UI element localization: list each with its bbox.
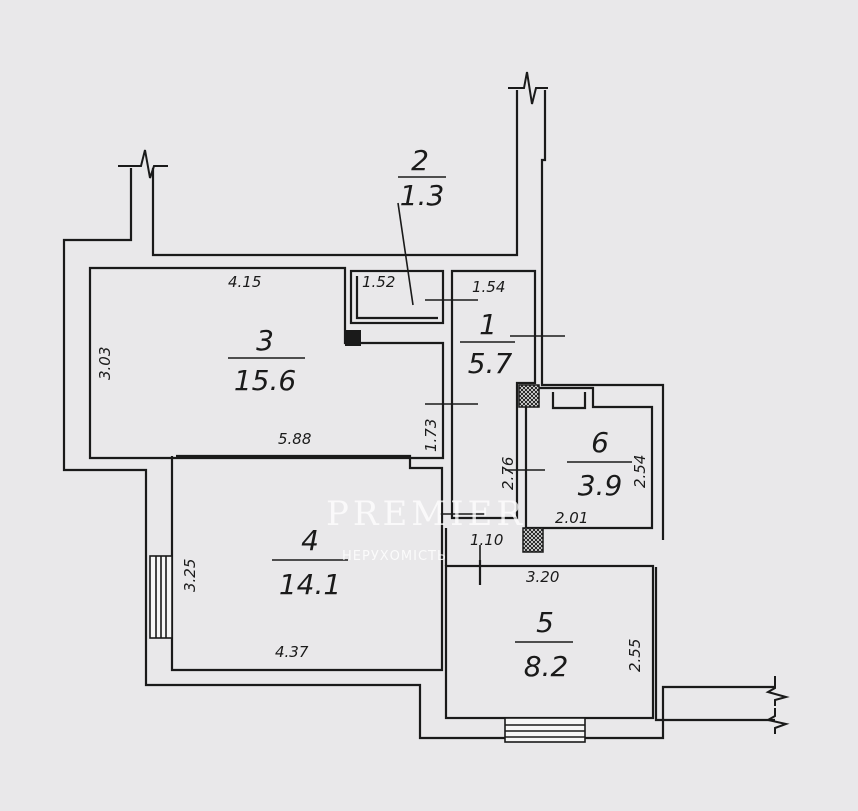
dim-room6-left: 2.76 [499,457,517,490]
break-mark-right-2 [765,708,790,734]
break-mark-left [118,149,168,179]
room-3-number: 3 [256,324,274,357]
dim-room1-width: 1.54 [472,278,505,296]
window-bottom [504,717,586,743]
room-4-area: 14.1 [279,568,341,601]
dim-room3-bottom: 5.88 [278,430,311,448]
lower-right-wall [654,567,775,722]
room-5-area: 8.2 [524,650,569,683]
shaft-lower [522,527,544,553]
watermark: PREMIER НЕРУХОМІСТЬ [326,494,526,564]
dim-room2-width: 1.52 [362,273,395,291]
room-2-outline [349,269,445,325]
dim-room5-right: 2.55 [626,639,644,672]
room-1-outline [450,269,537,520]
room-3-outline [88,266,445,460]
watermark-subtitle: НЕРУХОМІСТЬ [342,549,447,564]
dim-room4-bottom: 4.37 [275,643,309,661]
dim-room6-right: 2.54 [631,455,649,488]
room-6-number: 6 [591,426,609,459]
outer-wall-inner [151,90,519,257]
room-6-area: 3.9 [578,469,623,502]
dim-corridor-height: 1.73 [422,419,440,452]
room-3-area: 15.6 [234,364,296,397]
dim-room4-left: 3.25 [181,559,199,592]
room-4-number: 4 [301,524,319,557]
room-4-outline [170,454,444,672]
shaft-upper [518,384,540,408]
window-left [149,555,173,639]
watermark-brand: PREMIER [326,494,526,534]
break-mark-right-1 [765,676,790,706]
leader-room-2 [397,202,414,306]
room-2-inner [355,276,438,320]
dim-room3-top: 4.15 [228,273,261,291]
room-5-number: 5 [536,606,554,639]
outer-wall [62,168,775,740]
room-2-number: 2 [411,144,429,177]
dim-room6-bottom: 2.01 [555,509,588,527]
room-2-area: 1.3 [400,179,445,212]
room-1-number: 1 [479,308,497,341]
column [345,330,361,346]
riser-wall [540,90,665,540]
room-6-niche [551,392,587,410]
dim-room3-left: 3.03 [96,347,114,380]
dim-door-gap: 1.10 [470,531,503,549]
break-mark-top [508,71,548,105]
dim-room5-top: 3.20 [526,568,559,586]
room-1-area: 5.7 [468,347,513,380]
